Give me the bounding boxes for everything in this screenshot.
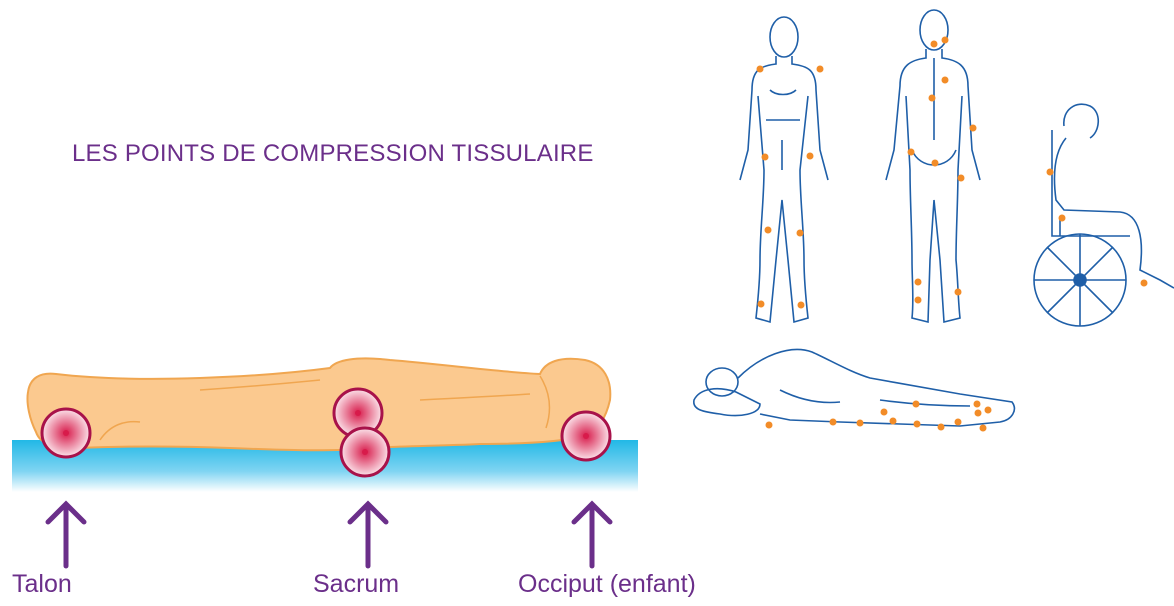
arrow-occiput	[574, 504, 610, 566]
label-occiput: Occiput (enfant)	[518, 570, 696, 599]
arrow-sacrum	[350, 504, 386, 566]
supine-body	[27, 358, 610, 450]
figure-wheelchair	[1034, 104, 1174, 326]
figure-back-points	[908, 37, 977, 304]
figure-front	[740, 17, 828, 322]
label-sacrum: Sacrum	[313, 570, 399, 599]
arrow-talon	[48, 504, 84, 566]
figure-front-points	[757, 66, 824, 309]
figure-side-lying	[694, 350, 1015, 426]
figure-wheelchair-points	[1047, 169, 1148, 287]
pressure-point-sacrum-lower	[341, 428, 389, 476]
pressure-point-occiput	[562, 412, 610, 460]
figure-back	[886, 10, 980, 322]
pressure-point-talon	[42, 409, 90, 457]
label-talon: Talon	[12, 570, 72, 599]
